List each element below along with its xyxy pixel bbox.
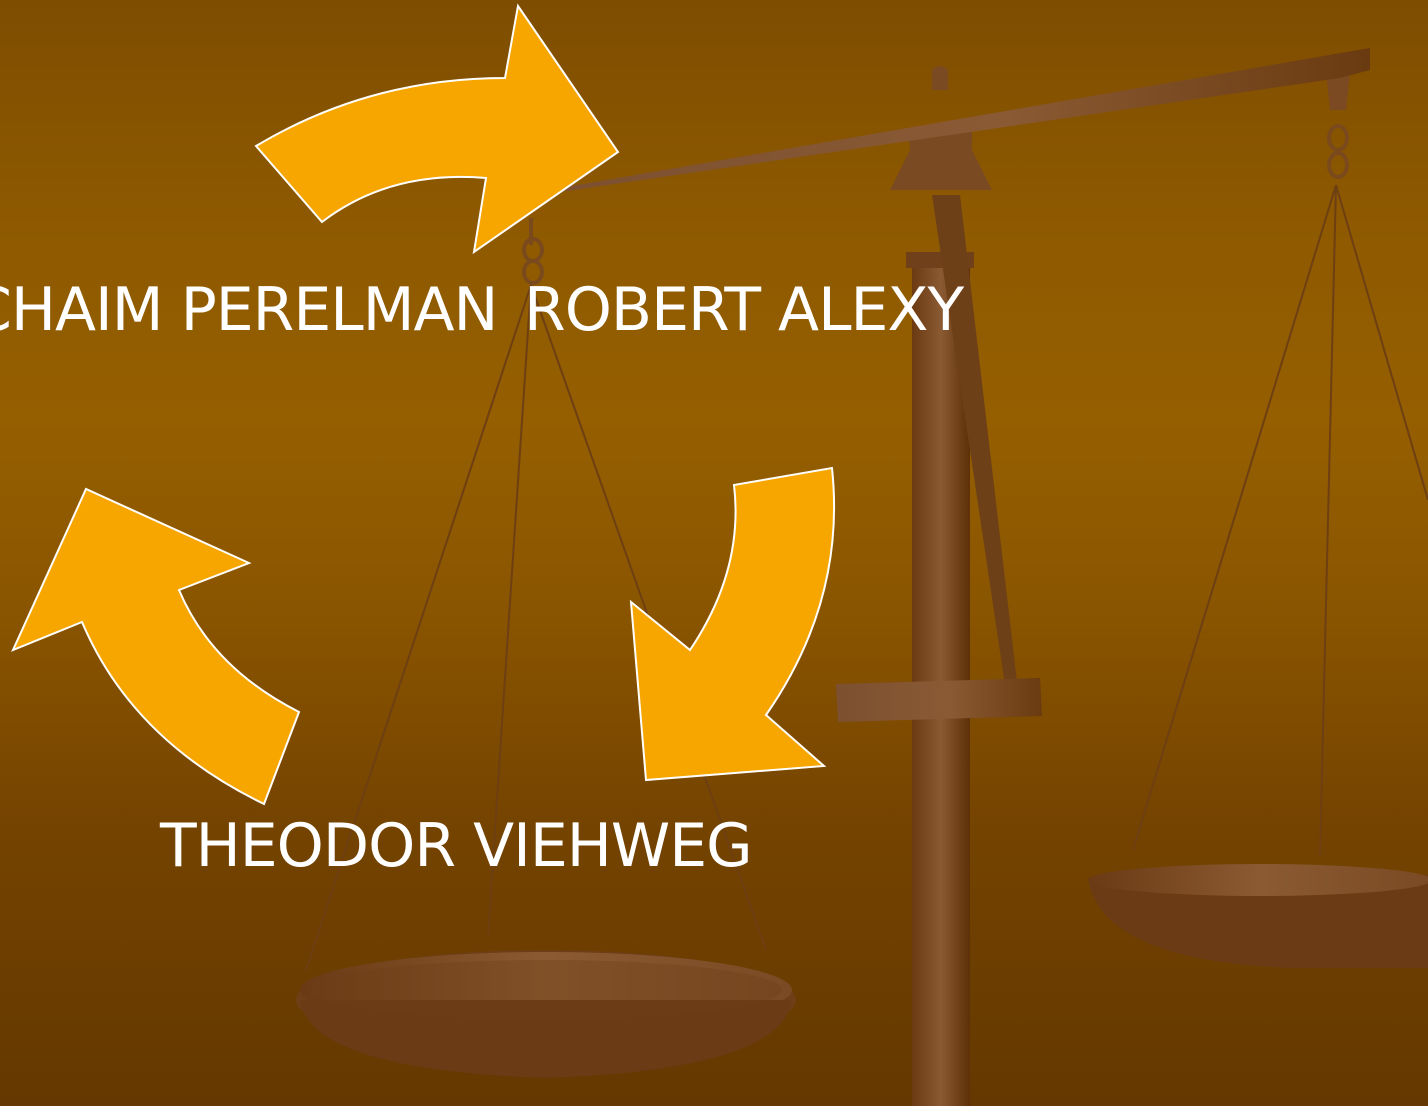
arrow-viehweg-to-perelman <box>11 487 301 806</box>
name-robert-alexy: ROBERT ALEXY <box>524 275 964 345</box>
name-chaim-perelman: CHAIM PERELMAN <box>0 275 498 345</box>
cycle-arrows <box>11 3 836 806</box>
arrow-perelman-to-alexy <box>254 3 620 255</box>
scales-of-justice-illustration <box>296 48 1428 1106</box>
name-theodor-viehweg: THEODOR VIEHWEG <box>160 811 753 881</box>
arrow-alexy-to-viehweg <box>629 466 836 782</box>
